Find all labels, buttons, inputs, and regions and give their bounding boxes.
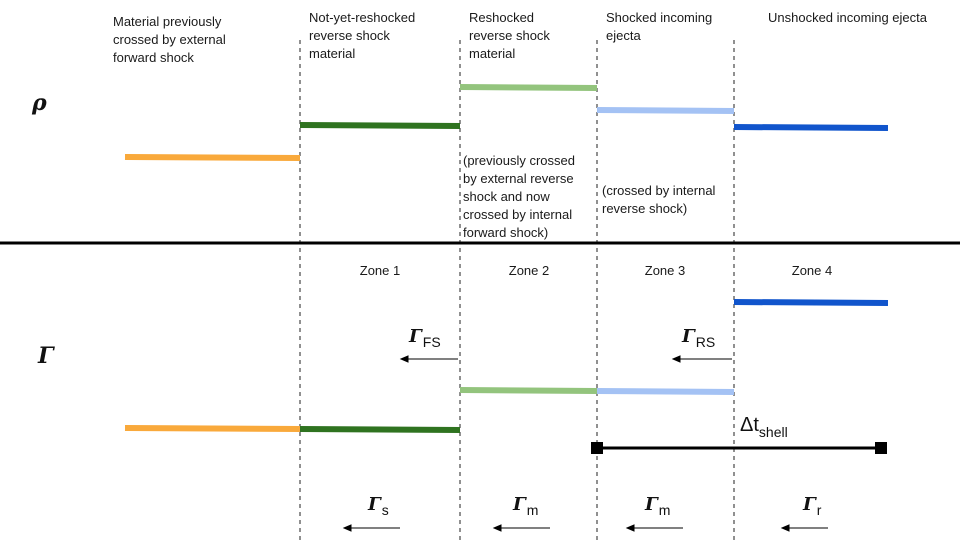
- density-level-reshocked: [459, 84, 598, 91]
- gamma-fs-sub: FS: [422, 334, 441, 350]
- arrow-m-zone2: [492, 524, 550, 532]
- shell-duration-base: Δt: [740, 414, 759, 436]
- gamma-rs-label: ΓRS: [682, 326, 716, 350]
- note-reshocked: (previously crossed by external reverse …: [463, 153, 575, 240]
- gamma-r-base: Γ: [803, 494, 816, 515]
- gamma-s-sub: s: [381, 502, 389, 518]
- arrow-r: [780, 524, 828, 532]
- zone-2-label: Zone 2: [508, 263, 550, 278]
- gamma-s-base: Γ: [368, 494, 381, 515]
- shell-duration-sub: shell: [758, 424, 788, 440]
- density-level-shocked-ejecta: [596, 107, 735, 114]
- gamma-fs-label: ΓFS: [409, 326, 441, 350]
- gamma-level-shocked-ejecta: [596, 388, 735, 395]
- arrow-fs: [399, 355, 458, 363]
- gamma-r-label: Γr: [803, 494, 822, 518]
- label-forward-shocked-material: Material previously crossed by external …: [113, 14, 226, 65]
- zone-1-label: Zone 1: [359, 263, 401, 278]
- label-unshocked-ejecta: Unshocked incoming ejecta: [768, 10, 927, 25]
- arrow-m-zone3: [625, 524, 683, 532]
- gamma-m-zone2-label: Γm: [513, 494, 539, 518]
- gamma-m-zone3-sub: m: [658, 502, 671, 518]
- shell-bar-start-marker: [591, 442, 603, 454]
- shell-bar-end-marker: [875, 442, 887, 454]
- gamma-level-reshocked: [459, 387, 598, 394]
- zone-3-label: Zone 3: [644, 263, 686, 278]
- gamma-r-sub: r: [816, 502, 822, 518]
- gamma-s-label: Γs: [368, 494, 389, 518]
- label-not-reshocked-material: Not-yet-reshocked reverse shock material: [309, 10, 416, 61]
- gamma-level-forward-shocked: [124, 425, 301, 432]
- label-reshocked-material: Reshocked reverse shock material: [469, 10, 550, 61]
- gamma-rs-base: Γ: [682, 326, 695, 347]
- gamma-m-zone3-label: Γm: [645, 494, 671, 518]
- shell-duration-label: Δtshell: [740, 414, 788, 440]
- density-level-forward-shocked: [124, 154, 301, 161]
- density-symbol: ρ: [32, 90, 47, 116]
- arrow-rs: [671, 355, 732, 363]
- lorentz-factor-symbol: Γ: [38, 343, 54, 369]
- gamma-m-zone2-sub: m: [526, 502, 539, 518]
- gamma-level-not-reshocked: [299, 426, 461, 433]
- density-level-unshocked-ejecta: [733, 124, 889, 131]
- gamma-fs-base: Γ: [409, 326, 422, 347]
- gamma-m-zone2-base: Γ: [513, 494, 526, 515]
- gamma-level-unshocked-ejecta: [733, 299, 889, 306]
- label-shocked-ejecta: Shocked incoming ejecta: [606, 10, 713, 43]
- zone-4-label: Zone 4: [791, 263, 833, 278]
- note-shocked: (crossed by internal reverse shock): [602, 183, 716, 216]
- gamma-m-zone3-base: Γ: [645, 494, 658, 515]
- arrow-s: [342, 524, 400, 532]
- density-level-not-reshocked: [299, 122, 461, 129]
- gamma-rs-sub: RS: [695, 334, 716, 350]
